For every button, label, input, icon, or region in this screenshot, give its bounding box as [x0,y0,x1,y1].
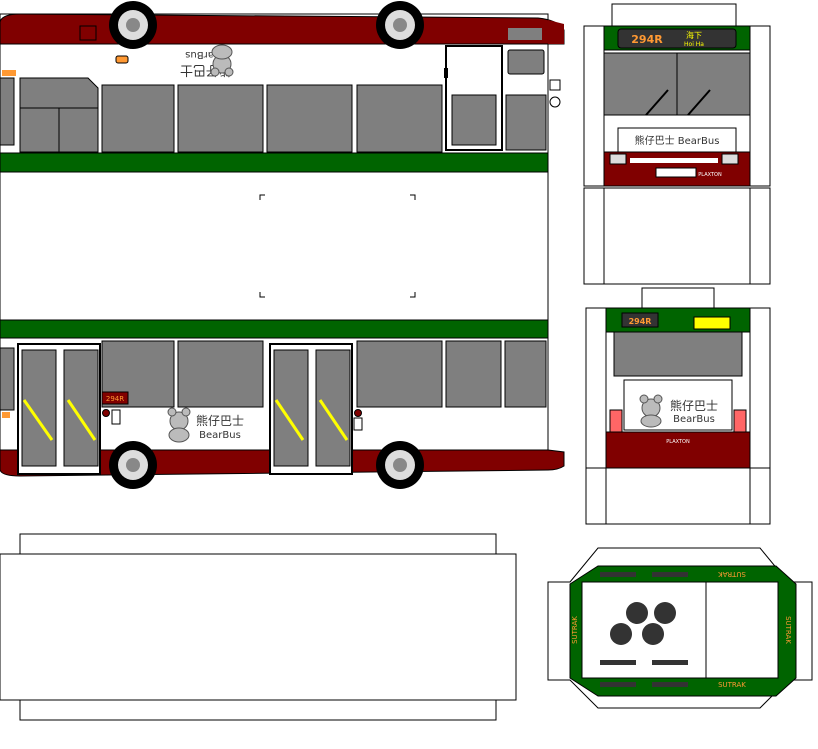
wheel-icon [109,1,157,49]
wheel-icon [376,441,424,489]
chassis-label-left: SUTRAK [571,616,579,644]
rear-brand-cn: 熊仔巴士 [670,398,718,413]
rear-maker: PLAXTON [666,439,690,445]
wheel-icon [109,441,157,489]
lower-side-panel: 294R 熊仔巴士 BearBus [0,319,565,489]
chassis-label-bottom: SUTRAK [718,681,746,689]
upper-side-panel: 熊仔巴士 BearBus [0,1,565,173]
bear-logo-icon [639,394,663,428]
rear-brand-en: BearBus [673,414,715,425]
chassis-label-right: SUTRAK [784,616,792,644]
rear-face: 294R 熊仔巴士 BearBus PLAXTON [585,287,771,525]
wheel-icon [376,1,424,49]
front-face: 294R 海下 Hoi Ha 熊仔巴士 BearBus PLAXTON [583,3,771,285]
rear-route-display: 294R [629,317,652,326]
route-side-label: 294R [106,395,124,403]
front-destination-en: Hoi Ha [684,41,704,48]
front-maker: PLAXTON [698,172,722,178]
base-strip-panel [0,533,517,721]
front-destination-cn: 海下 [686,30,702,40]
front-brand: 熊仔巴士 BearBus [635,134,720,147]
roof-panel [0,171,549,321]
chassis-panel: SUTRAK SUTRAK SUTRAK SUTRAK [547,547,813,709]
bear-logo-icon [210,44,234,77]
bear-logo-icon [167,407,191,443]
chassis-label-top: SUTRAK [718,570,746,578]
brand-en-side: BearBus [199,430,241,441]
brand-cn-side: 熊仔巴士 [196,413,244,428]
front-route-display: 294R [631,33,663,46]
brand-en-upside-down: BearBus [185,49,227,60]
